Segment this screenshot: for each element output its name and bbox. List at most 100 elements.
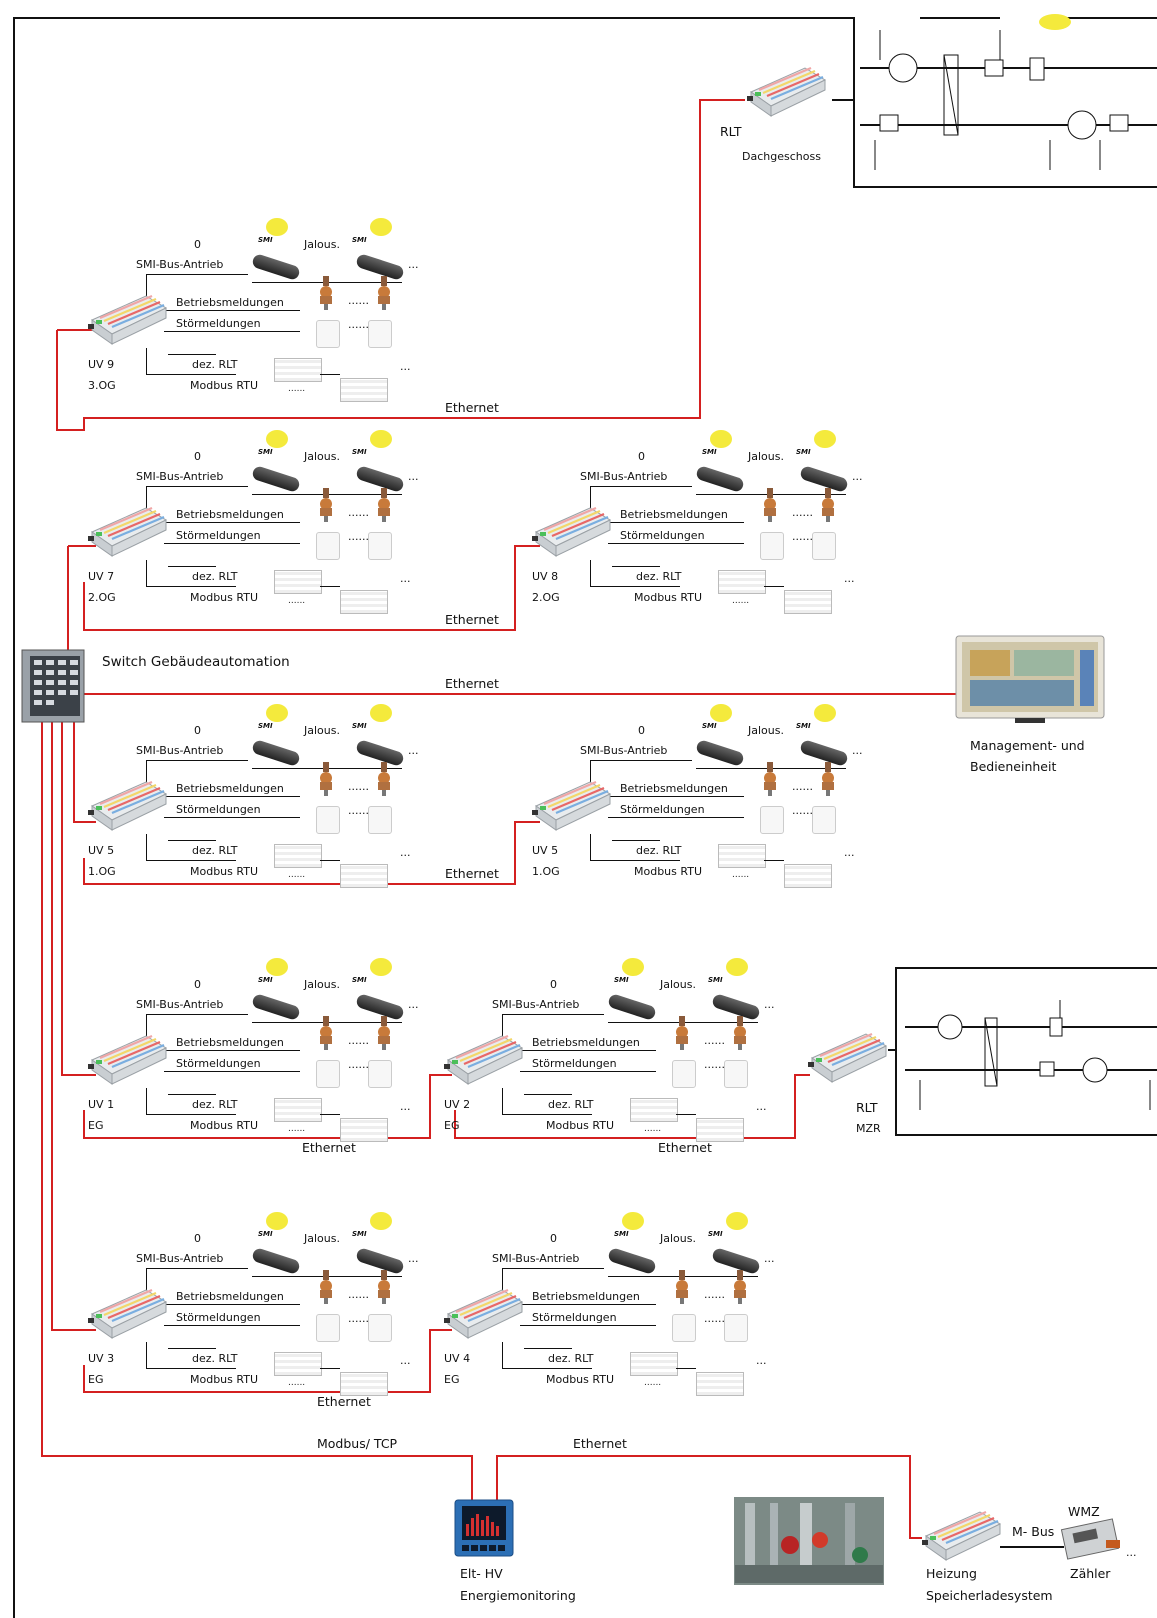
connector-line	[608, 796, 744, 797]
connector-line	[520, 1050, 656, 1051]
connector-line	[502, 1268, 503, 1296]
smi-logo-2: SMI	[708, 1230, 723, 1238]
unit-floor: 1.OG	[88, 865, 116, 878]
plc-icon	[86, 776, 168, 832]
stoer-label: Störmeldungen	[532, 1057, 617, 1070]
ethernet-label-uv1: Ethernet	[302, 1140, 356, 1155]
unit-name: UV 1	[88, 1098, 115, 1111]
betrieb-dots: ......	[348, 1288, 369, 1301]
connector-line	[590, 486, 591, 514]
connector-line	[524, 1348, 572, 1349]
rlt-unit-icon	[630, 1352, 678, 1376]
stoer-label: Störmeldungen	[176, 317, 261, 330]
plc-icon	[530, 776, 612, 832]
connector-line	[612, 566, 660, 567]
jalous-label: Jalous.	[304, 978, 340, 991]
connector-line	[502, 1088, 503, 1114]
connector-line	[146, 1268, 147, 1296]
rlt-unit-icon	[718, 570, 766, 594]
rlt-dach-schematic	[832, 14, 1157, 188]
connector-line	[146, 274, 147, 302]
drive-icon	[695, 464, 745, 494]
connector-line	[146, 760, 147, 788]
rlt-unit-icon-2	[340, 590, 388, 614]
connector-line	[590, 760, 692, 761]
heating-photo	[734, 1497, 884, 1585]
connector-line	[164, 796, 300, 797]
zero-label: 0	[550, 978, 557, 991]
connector-line	[146, 486, 248, 487]
valve-icon	[674, 1016, 690, 1050]
smi-badge-icon	[266, 704, 288, 722]
heating-label-2: Speicherladesystem	[926, 1588, 1053, 1603]
rlt-ellipsis: ...	[756, 1354, 767, 1367]
smi-bus-label: SMI-Bus-Antrieb	[136, 258, 224, 271]
valve-icon-2	[820, 488, 836, 522]
rlt-ellipsis: ...	[400, 1100, 411, 1113]
connector-line	[164, 331, 300, 332]
valve-icon-2	[732, 1016, 748, 1050]
ethernet-label-management: Ethernet	[445, 676, 499, 691]
rlt-ellipsis: ...	[400, 846, 411, 859]
stoer-label: Störmeldungen	[176, 803, 261, 816]
betrieb-label: Betriebsmeldungen	[176, 782, 284, 795]
connector-line	[164, 817, 300, 818]
rlt-mzr-schematic	[888, 967, 1157, 1136]
drive-ellipsis: ...	[764, 1252, 775, 1265]
connector-line	[146, 348, 147, 374]
unit-name: UV 7	[88, 570, 115, 583]
energy-monitor-icon	[454, 1499, 514, 1557]
connector-line	[764, 586, 784, 587]
drive-ellipsis: ...	[408, 744, 419, 757]
connector-line	[320, 1114, 340, 1115]
sensor-icon-2	[368, 1314, 392, 1342]
valve-icon-2	[820, 762, 836, 796]
management-label-1: Management- und	[970, 738, 1085, 753]
ethernet-label-heating: Ethernet	[573, 1436, 627, 1451]
wmz-ellipsis: ...	[1126, 1546, 1137, 1559]
unit-floor: EG	[88, 1119, 104, 1132]
management-label-2: Bedieneinheit	[970, 759, 1057, 774]
connector-line	[168, 566, 216, 567]
rlt-dots: ......	[288, 1124, 306, 1134]
betrieb-label: Betriebsmeldungen	[176, 508, 284, 521]
jalous-label: Jalous.	[304, 1232, 340, 1245]
smi-bus-label: SMI-Bus-Antrieb	[492, 1252, 580, 1265]
rlt-unit-icon-2	[340, 1372, 388, 1396]
connector-line	[320, 1368, 340, 1369]
connector-line	[502, 1014, 604, 1015]
jalous-label: Jalous.	[748, 724, 784, 737]
sensor-icon-2	[368, 532, 392, 560]
drive-icon	[251, 464, 301, 494]
connector-line	[164, 1071, 300, 1072]
betrieb-dots: ......	[348, 506, 369, 519]
rlt-unit-icon-2	[340, 378, 388, 402]
rlt-unit-icon-2	[696, 1118, 744, 1142]
drive-ellipsis: ...	[408, 258, 419, 271]
smi-logo: SMI	[258, 722, 273, 730]
valve-icon	[318, 1270, 334, 1304]
connector-line	[168, 1094, 216, 1095]
rlt-unit-icon	[274, 1098, 322, 1122]
rlt-mzr-plc-icon	[806, 1028, 888, 1084]
rlt-dots: ......	[644, 1378, 662, 1388]
betrieb-dots: ......	[792, 780, 813, 793]
sensor-icon	[760, 806, 784, 834]
heating-label-1: Heizung	[926, 1566, 977, 1581]
connector-line	[520, 1325, 656, 1326]
stoer-label: Störmeldungen	[532, 1311, 617, 1324]
connector-line	[320, 374, 340, 375]
zero-label: 0	[194, 978, 201, 991]
smi-logo: SMI	[614, 976, 629, 984]
dez-rlt-label: dez. RLT	[192, 1352, 238, 1365]
connector-line	[146, 586, 236, 587]
rlt-unit-icon-2	[340, 1118, 388, 1142]
smi-badge-icon-2	[726, 958, 748, 976]
valve-icon-2	[376, 488, 392, 522]
connector-line	[146, 486, 147, 514]
sensor-icon	[316, 532, 340, 560]
smi-badge-icon	[266, 958, 288, 976]
unit-floor: 3.OG	[88, 379, 116, 392]
